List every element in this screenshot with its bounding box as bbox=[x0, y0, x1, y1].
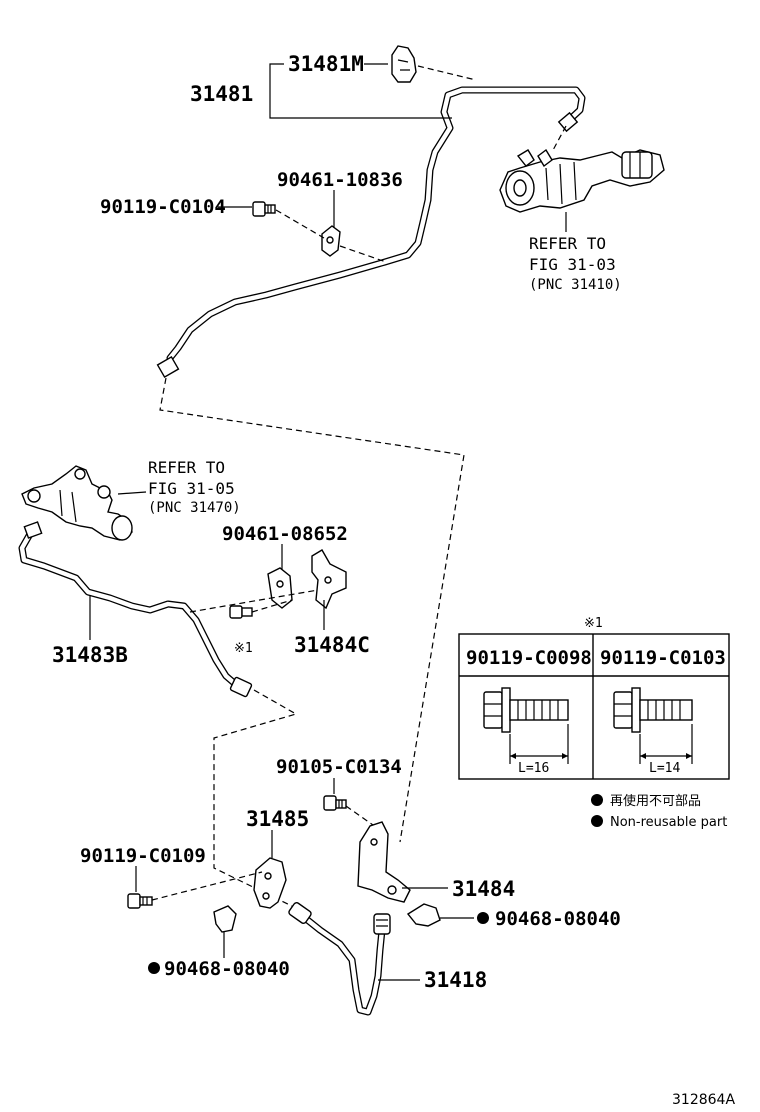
hose-31418[interactable] bbox=[288, 902, 391, 1016]
dash-31481M bbox=[417, 65, 477, 81]
bracket-31485[interactable] bbox=[253, 857, 287, 909]
clamp-90461-10836[interactable] bbox=[321, 225, 341, 257]
figure-id: 312864A bbox=[672, 1092, 735, 1108]
dash-bolt-callout-1 bbox=[251, 599, 293, 613]
leader-31481-bracket bbox=[269, 63, 284, 94]
legend: 再使用不可部品 Non-reusable part bbox=[591, 793, 727, 830]
bolt-90119-C0103-drawing bbox=[613, 687, 693, 764]
ref1-line2: FIG 31-03 bbox=[529, 255, 616, 274]
label-90105-C0134[interactable]: 90105-C0134 bbox=[276, 756, 402, 778]
bolt-callout-1[interactable] bbox=[229, 605, 253, 619]
bolt-table-header-2[interactable]: 90119-C0103 bbox=[600, 647, 726, 669]
label-31481[interactable]: 31481 bbox=[190, 82, 253, 106]
nonreusable-dot-left bbox=[148, 962, 160, 974]
label-90461-08652[interactable]: 90461-08652 bbox=[222, 523, 348, 545]
legend-text-1: 再使用不可部品 bbox=[610, 793, 701, 809]
label-31418[interactable]: 31418 bbox=[424, 968, 487, 992]
legend-dot-2 bbox=[591, 815, 603, 827]
ref1-line3: (PNC 31410) bbox=[529, 277, 622, 293]
clip-90468-08040-left[interactable] bbox=[213, 905, 237, 933]
ref2-line1: REFER TO bbox=[148, 458, 225, 477]
pipe-31481[interactable] bbox=[156, 86, 586, 379]
leader-31481 bbox=[269, 94, 452, 119]
dash-clamp-90461-08652 bbox=[189, 589, 319, 613]
bolt-90119-C0098-drawing bbox=[483, 687, 569, 764]
clamp-90461-08652[interactable] bbox=[267, 567, 293, 609]
label-31481M[interactable]: 31481M bbox=[288, 52, 364, 76]
dash-90119-C0109 bbox=[151, 871, 263, 901]
bolt-table-length-2: L=14 bbox=[649, 761, 680, 776]
bracket-31484[interactable] bbox=[357, 821, 411, 903]
bolt-table-length-1: L=16 bbox=[518, 761, 549, 776]
bolt-table-mark: ※1 bbox=[584, 616, 603, 631]
label-90119-C0109[interactable]: 90119-C0109 bbox=[80, 845, 206, 867]
dash-main-connector bbox=[159, 377, 465, 843]
dash-90461-10836 bbox=[339, 245, 387, 263]
dash-31483B-connector bbox=[213, 689, 301, 911]
slave-cylinder[interactable] bbox=[21, 465, 133, 541]
label-31484C[interactable]: 31484C bbox=[294, 633, 370, 657]
legend-text-2: Non-reusable part bbox=[610, 815, 727, 830]
label-31485[interactable]: 31485 bbox=[246, 807, 309, 831]
ref1-line1: REFER TO bbox=[529, 234, 606, 253]
leader-ref2 bbox=[117, 491, 147, 495]
bolt-90119-C0104[interactable] bbox=[252, 201, 276, 217]
ref2-line3: (PNC 31470) bbox=[148, 500, 241, 516]
clip-90468-08040-right[interactable] bbox=[406, 903, 441, 927]
label-90468-08040-left[interactable]: 90468-08040 bbox=[164, 958, 290, 980]
label-90461-10836[interactable]: 90461-10836 bbox=[277, 169, 403, 191]
label-90119-C0104[interactable]: 90119-C0104 bbox=[100, 196, 226, 218]
bolt-90119-C0109[interactable] bbox=[127, 893, 153, 909]
pipe-31483B[interactable] bbox=[18, 521, 253, 698]
bolt-table: ※1 90119-C0098 90119-C0103 L=16 L=14 bbox=[458, 616, 730, 780]
bracket-31484C[interactable] bbox=[311, 549, 347, 610]
dash-master-cylinder bbox=[551, 125, 567, 153]
label-90468-08040-right[interactable]: 90468-08040 bbox=[495, 908, 621, 930]
legend-dot-1 bbox=[591, 794, 603, 806]
callout-mark-small: ※1 bbox=[234, 641, 253, 656]
ref2-line2: FIG 31-05 bbox=[148, 479, 235, 498]
dash-90119-C0104 bbox=[275, 209, 325, 239]
bolt-table-header-1[interactable]: 90119-C0098 bbox=[466, 647, 592, 669]
nonreusable-dot-right bbox=[477, 912, 489, 924]
clamp-31481M[interactable] bbox=[391, 45, 417, 83]
label-31484[interactable]: 31484 bbox=[452, 877, 515, 901]
master-cylinder[interactable] bbox=[499, 148, 665, 213]
bolt-90105-C0134[interactable] bbox=[323, 795, 347, 811]
label-31483B[interactable]: 31483B bbox=[52, 643, 128, 667]
